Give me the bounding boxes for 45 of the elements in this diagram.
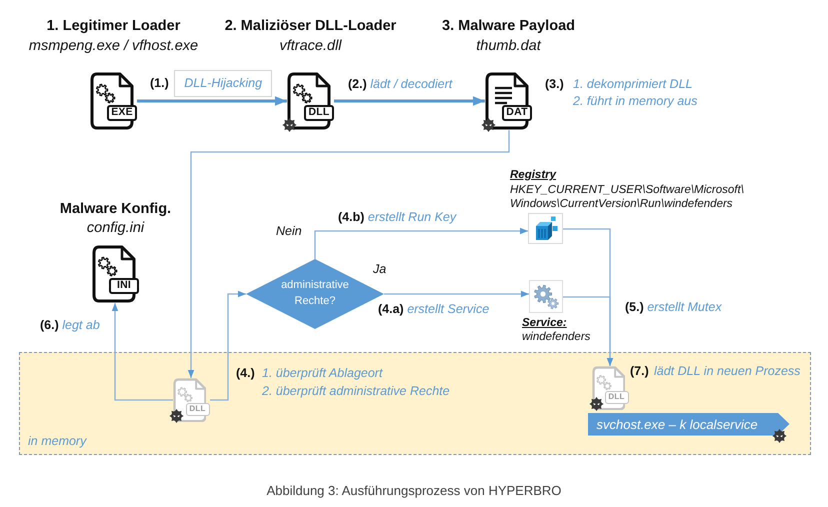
arrow — [334, 96, 485, 106]
decision-text: administrative Rechte? — [280, 278, 350, 309]
edge-label: Nein — [276, 224, 302, 239]
arrow — [210, 290, 246, 401]
edge-label: (2.) lädt / decodiert — [348, 77, 452, 92]
memory-region — [19, 352, 811, 455]
step-text: 2. überprüft administrative Rechte — [262, 384, 450, 399]
step-text: 1. dekomprimiert DLL — [573, 77, 692, 92]
node-title: Malware Konfig. — [60, 201, 172, 218]
file-extension-label: INI — [109, 278, 139, 294]
service-name: windefenders — [522, 331, 590, 345]
node-title: 3. Malware Payload — [442, 18, 575, 36]
process-banner: svchost.exe – k localservice — [588, 412, 790, 436]
arrow — [137, 96, 287, 106]
step-text: lädt DLL in neuen Prozess — [654, 364, 800, 379]
edge-label: (6.) legt ab — [40, 318, 100, 333]
arrow — [563, 296, 614, 366]
section-heading: Service: — [522, 317, 567, 331]
arrow — [188, 130, 510, 378]
step-number: (4.) — [236, 366, 255, 381]
step-text: 2. führt in memory aus — [573, 94, 698, 109]
file-name: vftrace.dll — [279, 38, 342, 56]
file-extension-label: DAT — [502, 105, 532, 121]
step-label: (4.a) erstellt Service — [378, 302, 490, 317]
step-label: (4.b) erstellt Run Key — [338, 210, 456, 225]
step-label: (5.) erstellt Mutex — [625, 300, 722, 315]
step-number: (7.) — [630, 364, 649, 379]
edge-label: (1.) DLL-Hijacking — [150, 70, 272, 97]
node-title: 2. Maliziöser DLL-Loader — [224, 18, 396, 36]
file-extension-label: EXE — [107, 105, 137, 121]
arrow — [384, 290, 529, 298]
file-name: msmpeng.exe / vfhost.exe — [28, 38, 198, 56]
file-name: thumb.dat — [476, 38, 541, 56]
edge-label: Ja — [373, 262, 386, 277]
step-number: (3.) — [545, 77, 564, 92]
arrow — [112, 303, 173, 401]
step-text: 1. überprüft Ablageort — [262, 366, 382, 381]
section-heading: Registry — [510, 169, 556, 183]
node-title: 1. Legitimer Loader — [46, 18, 180, 36]
file-name: config.ini — [86, 220, 144, 238]
region-label: in memory — [28, 434, 86, 449]
file-extension-label: DLL — [304, 105, 334, 121]
caption: Abbildung 3: Ausführungsprozess von HYPERBRO — [266, 483, 562, 499]
arrow — [314, 228, 528, 259]
registry-path: HKEY_CURRENT_USER\Software\Microsoft\ Windows\CurrentVersion\Run\windefenders — [510, 184, 744, 212]
